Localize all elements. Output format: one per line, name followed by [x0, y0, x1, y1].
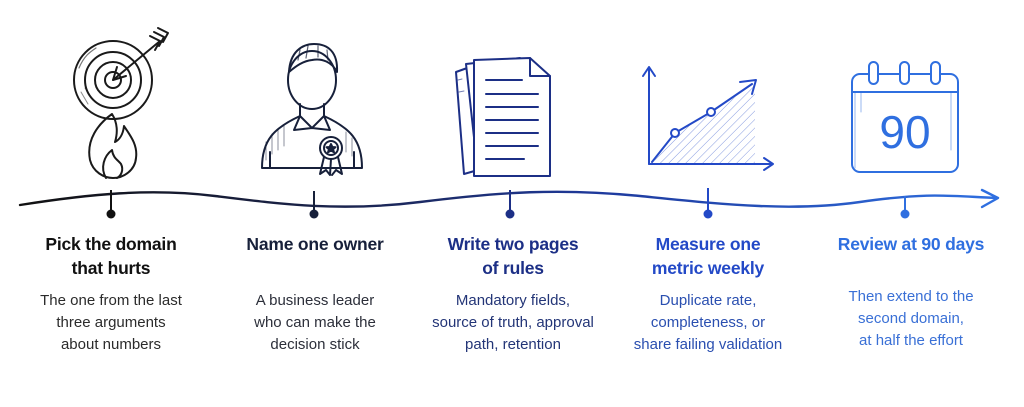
step-2-description-line-1: A business leader	[255, 292, 375, 309]
step-1-title: Pick the domain that hurts	[9, 232, 213, 280]
step-4-description-line-3: share failing validation	[633, 336, 783, 353]
step-4-description: Duplicate rate, completeness, or share f…	[606, 290, 810, 356]
person-with-award-badge-icon	[261, 43, 363, 176]
step-3-description-line-3: path, retention	[465, 336, 561, 353]
timeline-arrowhead-icon	[980, 188, 1000, 209]
step-4-description-line-2: completeness, or	[650, 314, 766, 331]
calendar-number: 90	[879, 106, 930, 158]
timeline-dot-4	[703, 209, 713, 219]
step-3-description: Mandatory fields, source of truth, appro…	[411, 290, 615, 356]
step-3: Write two pages of rules Mandatory field…	[411, 232, 615, 356]
stacked-document-pages-icon	[455, 57, 551, 177]
step-2-description-line-3: decision stick	[270, 336, 360, 353]
step-5-description: Then extend to the second domain, at hal…	[809, 286, 1013, 352]
step-1-title-line-2: that hurts	[71, 258, 151, 278]
timeline-dot-2	[309, 209, 319, 219]
step-5-title-line-1: Review at 90 days	[837, 234, 985, 254]
step-5-description-line-1: Then extend to the	[848, 288, 974, 305]
step-5-description-line-3: at half the effort	[859, 332, 963, 349]
step-5: Review at 90 days Then extend to the sec…	[809, 232, 1013, 352]
calendar-icon: 90	[851, 61, 959, 173]
timeline-dot-1	[106, 209, 116, 219]
timeline-dot-3	[505, 209, 515, 219]
timeline-dot-5	[900, 209, 910, 219]
step-5-description-line-2: second domain,	[858, 310, 964, 327]
step-2-description-line-2: who can make the	[254, 314, 376, 331]
step-3-title-line-1: Write two pages	[447, 234, 579, 254]
step-2-description: A business leader who can make the decis…	[213, 290, 417, 356]
step-4: Measure one metric weekly Duplicate rate…	[606, 232, 810, 356]
step-1-description-line-2: three arguments	[56, 314, 166, 331]
step-2-title: Name one owner	[213, 232, 417, 256]
step-2-title-line-1: Name one owner	[246, 234, 384, 254]
step-2: Name one owner A business leader who can…	[213, 232, 417, 356]
step-1-title-line-1: Pick the domain	[45, 234, 177, 254]
step-3-description-line-1: Mandatory fields,	[455, 292, 571, 309]
timeline-markers	[106, 188, 910, 219]
step-3-title-line-2: of rules	[482, 258, 544, 278]
step-4-description-line-1: Duplicate rate,	[659, 292, 757, 309]
target-with-arrow-and-flame-icon	[73, 27, 169, 179]
step-3-title: Write two pages of rules	[411, 232, 615, 280]
step-1-description-line-1: The one from the last	[40, 292, 182, 309]
timeline-line	[18, 190, 998, 208]
step-1-description-line-3: about numbers	[60, 336, 162, 353]
step-4-title-line-2: metric weekly	[651, 258, 765, 278]
step-4-title-line-1: Measure one	[655, 234, 761, 254]
step-5-title: Review at 90 days	[809, 232, 1013, 256]
rising-line-chart-icon	[642, 66, 774, 171]
step-3-description-line-2: source of truth, approval	[432, 314, 594, 331]
step-1-description: The one from the last three arguments ab…	[9, 290, 213, 356]
step-4-title: Measure one metric weekly	[606, 232, 810, 280]
step-1: Pick the domain that hurts The one from …	[9, 232, 213, 356]
